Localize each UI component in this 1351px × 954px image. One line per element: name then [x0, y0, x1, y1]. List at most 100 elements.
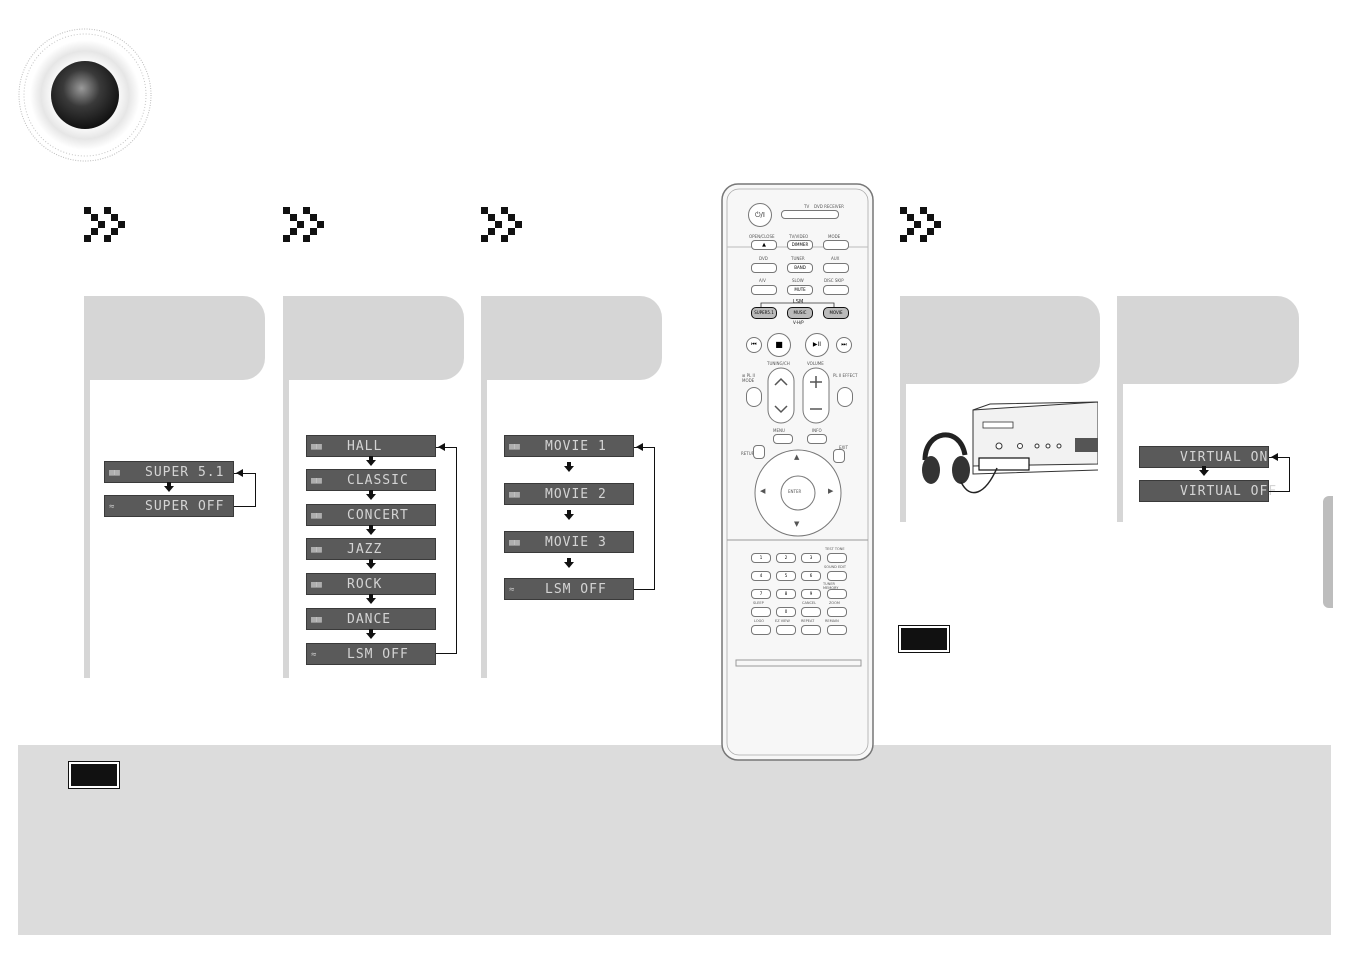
sleep-button[interactable]: [751, 607, 771, 617]
arrow-down-icon: [366, 490, 376, 500]
arrow-down-icon: [564, 558, 574, 568]
lcd-display: ▦▦CLASSIC: [306, 469, 436, 491]
repeat-button[interactable]: [801, 625, 821, 635]
btn-label: TUNER: [791, 256, 805, 261]
sound-edit-button[interactable]: [827, 571, 847, 581]
disc-skip-button[interactable]: [823, 285, 849, 295]
arrow-down-icon: [564, 462, 574, 472]
lcd-display: ▦▦MOVIE 1: [504, 435, 634, 457]
test-tone-button[interactable]: [827, 553, 847, 563]
lsm-icon: ▦▦: [311, 580, 322, 590]
next-button[interactable]: ⏭: [836, 337, 852, 353]
pl-effect-button[interactable]: [837, 387, 853, 407]
step-bar-2: [283, 380, 289, 678]
lcd-display: ≈ SUPER OFF: [104, 495, 234, 517]
left-arrow-icon[interactable]: ◀: [760, 487, 766, 495]
numpad-6[interactable]: 6: [801, 571, 821, 581]
headphone-receiver-illustration: [922, 401, 1098, 494]
up-arrow-icon[interactable]: ▲: [794, 453, 800, 461]
lcd-display: VIRTUAL ON: [1139, 446, 1269, 468]
aux-button[interactable]: [823, 263, 849, 273]
btn-label: TV/VIDEO: [789, 234, 809, 239]
step-bar-3: [481, 380, 487, 678]
lsm-icon: ▦▦: [509, 442, 520, 452]
lsm-icon: ▦▦: [311, 545, 322, 555]
lcd-display: ▦▦ SUPER 5.1: [104, 461, 234, 483]
numpad-3[interactable]: 3: [801, 553, 821, 563]
receiver-icon: [972, 401, 1098, 475]
ez-view-button[interactable]: [776, 625, 796, 635]
numpad-7[interactable]: 7: [751, 589, 771, 599]
note-area: [18, 745, 1331, 935]
info-button[interactable]: [807, 434, 827, 444]
remote-control: ⏻/I TV DVD RECEIVER OPEN/CLOSE TV/VIDEO …: [721, 183, 874, 761]
logo-button[interactable]: [751, 625, 771, 635]
pl-mode-label: ⊞ PL II MODE: [742, 373, 755, 383]
mode-switch[interactable]: [781, 210, 839, 219]
stop-button[interactable]: ■: [767, 333, 791, 357]
lcd-display: ▦▦JAZZ: [306, 538, 436, 560]
vhp-label: V-H/P: [793, 320, 804, 325]
tuner-memory-button[interactable]: [827, 589, 847, 599]
play-pause-button[interactable]: ▶II: [805, 333, 829, 357]
lcd-text: SUPER 5.1: [145, 465, 225, 480]
numpad-9[interactable]: 9: [801, 589, 821, 599]
arrow-down-icon: [366, 525, 376, 535]
zoom-button[interactable]: [827, 607, 847, 617]
power-button[interactable]: ⏻/I: [748, 203, 772, 227]
right-arrow-icon[interactable]: ▶: [828, 487, 834, 495]
exit-label: EXIT: [839, 445, 848, 450]
numpad-8[interactable]: 8: [776, 589, 796, 599]
lcd-display: ▦▦DANCE: [306, 608, 436, 630]
exit-button[interactable]: [833, 449, 845, 463]
tuning-down-button[interactable]: [770, 398, 792, 420]
lcd-text: MOVIE 3: [545, 535, 607, 550]
numpad-4[interactable]: 4: [751, 571, 771, 581]
numpad-2[interactable]: 2: [776, 553, 796, 563]
return-button[interactable]: [753, 445, 765, 459]
numpad-5[interactable]: 5: [776, 571, 796, 581]
numpad-1[interactable]: 1: [751, 553, 771, 563]
lcd-text: VIRTUAL OFF: [1180, 484, 1278, 499]
pl-mode-button[interactable]: [746, 387, 762, 407]
lcd-display: ≈LSM OFF: [306, 643, 436, 665]
music-button[interactable]: MUSIC: [787, 307, 813, 319]
step-panel-4: [900, 296, 1100, 384]
off-icon: ≈: [509, 585, 515, 595]
tv-video-button[interactable]: DIMMER: [787, 240, 813, 250]
double-chevron-icon: [84, 207, 130, 243]
volume-down-button[interactable]: [805, 398, 827, 420]
mode-button[interactable]: [823, 240, 849, 250]
dvd-button[interactable]: [751, 263, 777, 273]
numpad-0[interactable]: 0: [776, 607, 796, 617]
step-panel-3: [481, 296, 662, 380]
btn-label: DVD: [759, 256, 768, 261]
open-close-button[interactable]: ▲: [751, 240, 777, 250]
cancel-button[interactable]: [801, 607, 821, 617]
super51-button[interactable]: SUPER5.1: [751, 307, 777, 319]
remain-button[interactable]: [827, 625, 847, 635]
volume-up-button[interactable]: [805, 371, 827, 393]
double-chevron-icon: [900, 207, 946, 243]
btn-label: SLOW: [792, 278, 804, 283]
lcd-text: LSM OFF: [347, 647, 409, 662]
arrow-down-icon: [564, 510, 574, 520]
down-arrow-icon[interactable]: ▼: [794, 520, 800, 528]
arrow-down-icon: [366, 629, 376, 639]
av-button[interactable]: [751, 285, 777, 295]
lcd-text: MOVIE 2: [545, 487, 607, 502]
btn-label: TUNER MEMORY: [823, 582, 839, 590]
lsm-icon: ▦▦: [509, 490, 520, 500]
double-chevron-icon: [481, 207, 527, 243]
slow-button[interactable]: MUTE: [787, 285, 813, 295]
enter-button[interactable]: ENTER: [788, 489, 802, 494]
mode-label-tv: TV: [804, 204, 810, 209]
prev-button[interactable]: ⏮: [746, 337, 762, 353]
btn-label: A/V: [759, 278, 766, 283]
tuning-up-button[interactable]: [770, 371, 792, 393]
lcd-text: LSM OFF: [545, 582, 607, 597]
movie-button[interactable]: MOVIE: [823, 307, 849, 319]
btn-label: OPEN/CLOSE: [749, 234, 775, 239]
tuner-button[interactable]: BAND: [787, 263, 813, 273]
menu-button[interactable]: [773, 434, 793, 444]
